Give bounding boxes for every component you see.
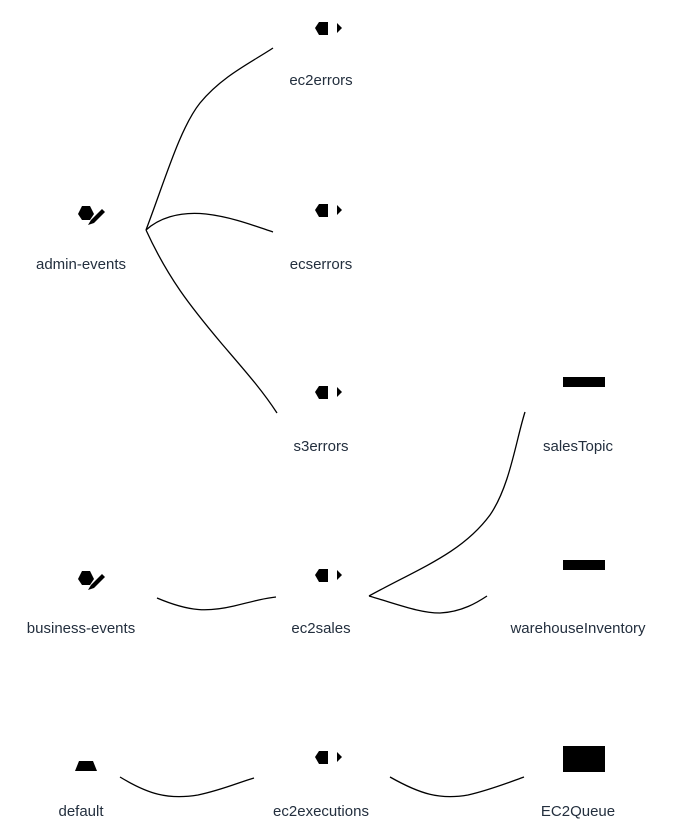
node-ecserrors[interactable]: ecserrors (289, 256, 353, 273)
node-business-events[interactable]: business-events (26, 620, 136, 637)
node-warehouseInventory[interactable]: warehouseInventory (510, 620, 646, 637)
default-event-bus-icon (67, 743, 105, 771)
sns-topic-table-icon (563, 560, 605, 594)
node-ec2errors[interactable]: ec2errors (289, 72, 353, 89)
event-bus-edit-icon (71, 197, 105, 225)
node-ec2executions[interactable]: ec2executions (273, 803, 369, 820)
sqs-queue-icon (563, 746, 605, 772)
eventbridge-rule-icon (309, 196, 342, 228)
edge-ec2executions-EC2Queue (389, 776, 525, 798)
event-bus-edit-icon (71, 562, 105, 590)
edge-admin-events-s3errors (145, 229, 278, 414)
node-EC2Queue[interactable]: EC2Queue (540, 803, 616, 820)
edge-admin-events-ecserrors (145, 212, 274, 233)
edge-admin-events-ec2errors (145, 47, 274, 231)
node-default[interactable]: default (58, 803, 104, 820)
eventbridge-rule-icon (309, 14, 342, 46)
node-admin-events[interactable]: admin-events (35, 256, 127, 273)
edge-business-events-ec2sales (156, 596, 277, 611)
eventbridge-rule-icon (309, 378, 342, 410)
edge-default-ec2executions (119, 776, 255, 798)
node-ec2sales[interactable]: ec2sales (291, 620, 351, 637)
sns-topic-table-icon (563, 377, 605, 411)
edge-ec2sales-salesTopic (368, 411, 526, 597)
node-s3errors[interactable]: s3errors (293, 438, 349, 455)
edge-ec2sales-warehouseInventory (368, 595, 488, 614)
eventbridge-rule-icon (309, 561, 342, 593)
eventbridge-rule-icon (309, 743, 342, 775)
node-salesTopic[interactable]: salesTopic (542, 438, 614, 455)
